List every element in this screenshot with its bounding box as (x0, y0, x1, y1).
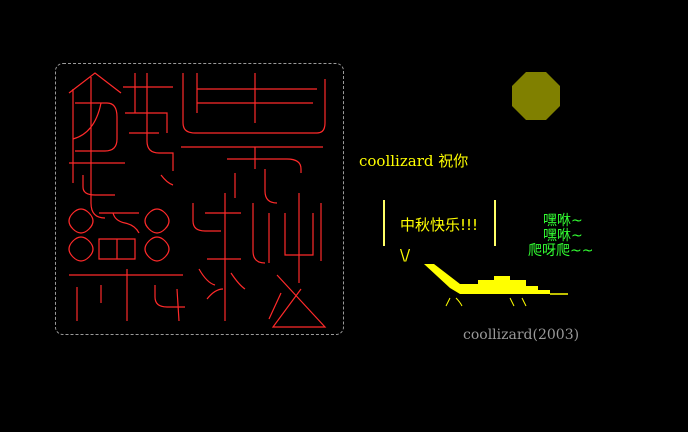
greeting-text: coollizard 祝你 (359, 152, 469, 170)
chant-line-3: 爬呀爬~~ (528, 243, 594, 259)
seal-art-image (68, 72, 327, 328)
speech-bubble-tail: \/ (400, 246, 411, 264)
chant-line-1: 嘿咻~ (543, 213, 583, 229)
chant-line-2: 嘿咻~ (543, 228, 583, 244)
moon-octagon-image (512, 72, 560, 120)
chant-text: 嘿咻~ 嘿咻~ 爬呀爬~~ (528, 214, 593, 259)
dragon-boat-image (424, 264, 568, 307)
seal-frame (55, 63, 344, 335)
speech-bubble-left-edge (383, 200, 385, 246)
credit-text: coollizard(2003) (463, 327, 580, 343)
speech-bubble-right-edge (494, 200, 496, 246)
speech-bubble-text: 中秋快乐!!! (400, 216, 479, 234)
